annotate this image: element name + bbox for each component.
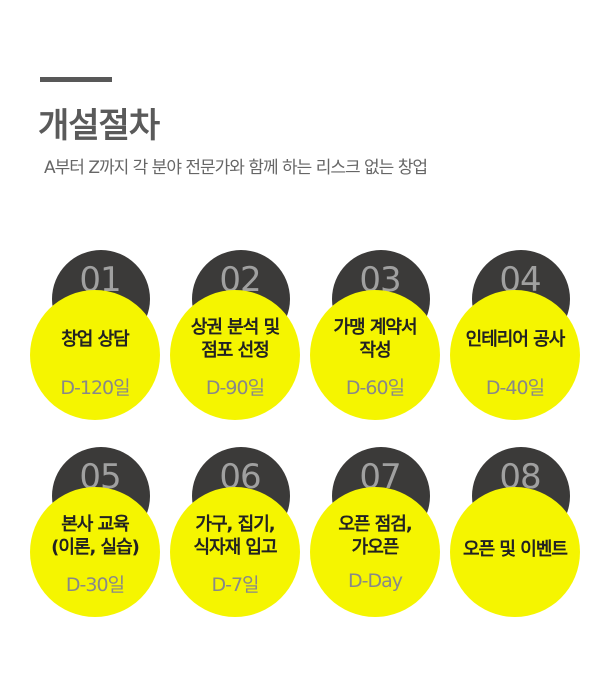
step-circle: 가구, 집기,식자재 입고 D-7일 [170, 487, 300, 617]
step-circle: 창업 상담 D-120일 [30, 290, 160, 420]
step-label-line: 상권 분석 및 [190, 317, 280, 338]
step-label-line: 작성 [359, 340, 391, 361]
step-dday: D-7일 [211, 574, 259, 596]
step-label-line: 가맹 계약서 [333, 317, 417, 338]
page-subtitle: A부터 Z까지 각 분야 전문가와 함께 하는 리스크 없는 창업 [44, 158, 428, 178]
title-underline-bar [40, 77, 112, 82]
step-dday: D-Day [347, 570, 403, 592]
step-label-line: 창업 상담 [61, 329, 130, 350]
step-dday: D-40일 [485, 377, 545, 399]
step-label-line: 가오픈 [351, 537, 400, 558]
step-label-line: 인테리어 공사 [465, 329, 566, 350]
step-dday: D-60일 [345, 377, 405, 399]
step-dday: D-90일 [205, 377, 265, 399]
step-label-line: 식자재 입고 [193, 537, 277, 558]
step-label-line: 가구, 집기, [195, 514, 275, 535]
step-label-line: 오픈 점검, [338, 514, 412, 535]
step-circle: 오픈 점검,가오픈 D-Day [310, 487, 440, 617]
step-circle: 오픈 및 이벤트 [450, 487, 580, 617]
step-circle: 인테리어 공사 D-40일 [450, 290, 580, 420]
step-label-line: 점포 선정 [201, 340, 270, 361]
step-label-line: (이론, 실습) [51, 537, 140, 558]
step-label-line: 본사 교육 [61, 514, 130, 535]
step-dday: D-120일 [60, 377, 130, 399]
step-label-line: 오픈 및 이벤트 [463, 538, 568, 560]
step-dday: D-30일 [65, 574, 125, 596]
step-circle: 본사 교육(이론, 실습) D-30일 [30, 487, 160, 617]
page-title: 개설절차 [38, 106, 160, 146]
